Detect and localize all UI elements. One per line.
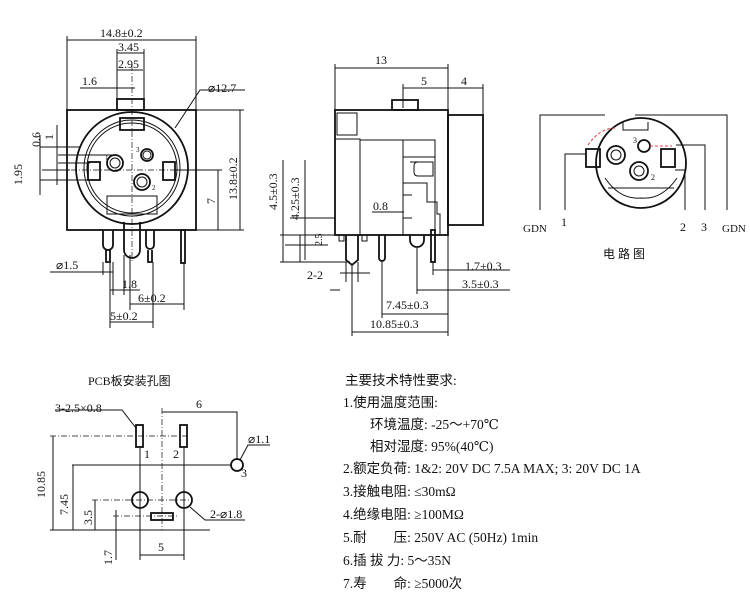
svg-text:⌀1.5: ⌀1.5 <box>56 258 78 272</box>
svg-text:0.6: 0.6 <box>29 132 43 147</box>
svg-text:5±0.2: 5±0.2 <box>110 309 138 323</box>
svg-text:GDN: GDN <box>722 223 746 235</box>
svg-text:电 路 图: 电 路 图 <box>603 246 645 261</box>
svg-text:7.45±0.3: 7.45±0.3 <box>386 298 429 312</box>
front-view: 1 2 3 14.8±0.2 3.45 2.95 1.6 ⌀12.7 13.8±… <box>11 26 245 328</box>
svg-text:3: 3 <box>241 466 247 480</box>
spec-line: 环境温度: -25～+70℃ <box>370 417 499 432</box>
center-leg <box>123 222 141 259</box>
svg-text:7.45: 7.45 <box>57 494 71 515</box>
svg-text:1.8: 1.8 <box>122 277 137 291</box>
svg-text:2: 2 <box>152 184 156 192</box>
svg-text:3-2.5×0.8: 3-2.5×0.8 <box>55 401 102 415</box>
spec-line: 6.插 拔 力: 5～35N <box>343 553 451 568</box>
svg-text:1: 1 <box>105 154 109 162</box>
spec-line: 7.寿 命: ≥5000次 <box>343 575 462 591</box>
right-slot <box>162 161 176 181</box>
svg-text:3.5: 3.5 <box>81 510 95 525</box>
svg-text:1: 1 <box>144 447 150 461</box>
spec-line: 4.绝缘电阻: ≥100MΩ <box>343 507 464 522</box>
pin-2 <box>133 173 151 191</box>
svg-text:2: 2 <box>173 447 179 461</box>
spec-line: 相对湿度: 95%(40℃) <box>370 439 493 454</box>
svg-text:2-2: 2-2 <box>307 268 323 282</box>
svg-text:0.8: 0.8 <box>373 199 388 213</box>
svg-text:6: 6 <box>196 397 202 411</box>
svg-text:4: 4 <box>461 74 467 88</box>
svg-text:2.95: 2.95 <box>118 57 139 71</box>
circuit-shell <box>595 117 687 209</box>
svg-text:PCB板安装孔图: PCB板安装孔图 <box>88 373 171 388</box>
spec-line: 5.耐 压: 250V AC (50Hz) 1min <box>343 530 538 545</box>
svg-text:1.7±0.3: 1.7±0.3 <box>465 259 502 273</box>
svg-text:3.45: 3.45 <box>118 40 139 54</box>
svg-text:1.7: 1.7 <box>101 550 115 565</box>
left-slot <box>87 161 101 181</box>
spec-list: 主要技术特性要求: 1.使用温度范围: 环境温度: -25～+70℃ 相对湿度:… <box>343 373 641 591</box>
side-leg-1 <box>345 235 359 267</box>
svg-text:2.5: 2.5 <box>314 234 325 247</box>
svg-text:3: 3 <box>633 136 637 145</box>
svg-text:2-⌀1.8: 2-⌀1.8 <box>210 507 242 521</box>
svg-text:7: 7 <box>204 198 218 204</box>
svg-text:3: 3 <box>136 146 140 154</box>
spec-title: 主要技术特性要求: <box>345 373 457 388</box>
svg-text:6±0.2: 6±0.2 <box>138 291 166 305</box>
svg-text:⌀1.1: ⌀1.1 <box>248 432 270 446</box>
svg-text:4.25±0.3: 4.25±0.3 <box>288 177 302 220</box>
spec-line: 2.额定负荷: 1&2: 20V DC 7.5A MAX; 3: 20V DC … <box>343 461 641 476</box>
spec-line: 1.使用温度范围: <box>343 394 438 410</box>
svg-text:1.6: 1.6 <box>82 74 97 88</box>
circuit-diagram: 3 2 GDN 1 2 3 GDN 电 路 图 <box>523 114 746 261</box>
svg-text:13: 13 <box>375 53 387 67</box>
front-top-tab <box>116 98 145 111</box>
svg-text:10.85±0.3: 10.85±0.3 <box>370 317 419 331</box>
svg-text:1: 1 <box>561 215 567 229</box>
svg-text:5: 5 <box>421 74 427 88</box>
pin-3 <box>140 148 154 162</box>
side-view: 13 5 4 4.5±0.3 4.25±0.3 0.8 2.5 2-2 1.7±… <box>266 53 510 336</box>
svg-text:2: 2 <box>680 220 686 234</box>
pcb-hole-layout: PCB板安装孔图 3-2.5×0.8 6 ⌀1.1 10.85 7.45 3.5… <box>34 373 270 565</box>
side-body <box>334 109 449 236</box>
svg-text:3.5±0.3: 3.5±0.3 <box>462 277 499 291</box>
svg-text:⌀12.7: ⌀12.7 <box>208 81 236 95</box>
svg-text:4.5±0.3: 4.5±0.3 <box>266 173 280 210</box>
spec-line: 3.接触电阻: ≤30mΩ <box>343 483 456 499</box>
svg-text:3: 3 <box>701 220 707 234</box>
pin-1 <box>106 154 124 172</box>
svg-text:2: 2 <box>651 173 655 182</box>
svg-text:1.95: 1.95 <box>11 164 25 185</box>
svg-text:1: 1 <box>42 134 56 140</box>
svg-text:10.85: 10.85 <box>34 471 48 498</box>
svg-text:5: 5 <box>158 540 164 554</box>
svg-text:GDN: GDN <box>523 223 547 235</box>
svg-text:13.8±0.2: 13.8±0.2 <box>226 157 240 200</box>
svg-text:14.8±0.2: 14.8±0.2 <box>100 26 143 40</box>
